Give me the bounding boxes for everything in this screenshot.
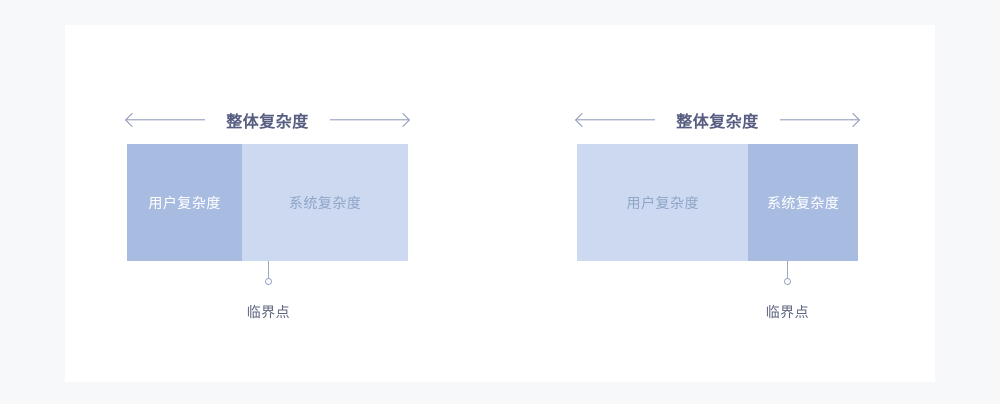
arrow-right-icon [329, 111, 411, 129]
overall-complexity-label: 整体复杂度 [226, 114, 309, 131]
critical-point-dot-icon [783, 278, 791, 285]
overall-complexity-header-right: 整体复杂度 [574, 108, 861, 132]
complexity-diagram-right: 整体复杂度 用户复杂度 系统复杂度 临界点 [574, 25, 922, 382]
critical-point-label: 临界点 [246, 304, 291, 320]
segment-label-user-complexity: 用户复杂度 [626, 194, 699, 211]
arrow-left-icon [574, 111, 655, 129]
overall-complexity-label: 整体复杂度 [676, 114, 759, 131]
arrow-left-icon [124, 111, 205, 129]
complexity-bar-left: 用户复杂度 系统复杂度 [127, 144, 408, 261]
critical-point-line-icon [786, 261, 789, 279]
diagram-card: 整体复杂度 用户复杂度 系统复杂度 临界点 [65, 25, 935, 382]
segment-system-complexity: 系统复杂度 [242, 144, 408, 261]
critical-point-marker-right: 临界点 [766, 261, 809, 320]
segment-system-complexity: 系统复杂度 [748, 144, 858, 261]
segment-label-system-complexity: 系统复杂度 [766, 194, 840, 211]
critical-point-line-icon [267, 261, 270, 279]
segment-user-complexity: 用户复杂度 [577, 144, 749, 261]
complexity-bar-right: 用户复杂度 系统复杂度 [577, 144, 858, 261]
segment-label-system-complexity: 系统复杂度 [288, 194, 362, 211]
segment-user-complexity: 用户复杂度 [127, 144, 243, 261]
critical-point-dot-icon [264, 278, 272, 285]
segment-label-user-complexity: 用户复杂度 [148, 194, 221, 211]
arrow-right-icon [779, 111, 861, 129]
critical-point-marker-left: 临界点 [247, 261, 290, 320]
complexity-diagram-left: 整体复杂度 用户复杂度 系统复杂度 临界点 [124, 25, 472, 382]
overall-complexity-header-left: 整体复杂度 [124, 108, 411, 132]
critical-point-label: 临界点 [765, 304, 810, 320]
